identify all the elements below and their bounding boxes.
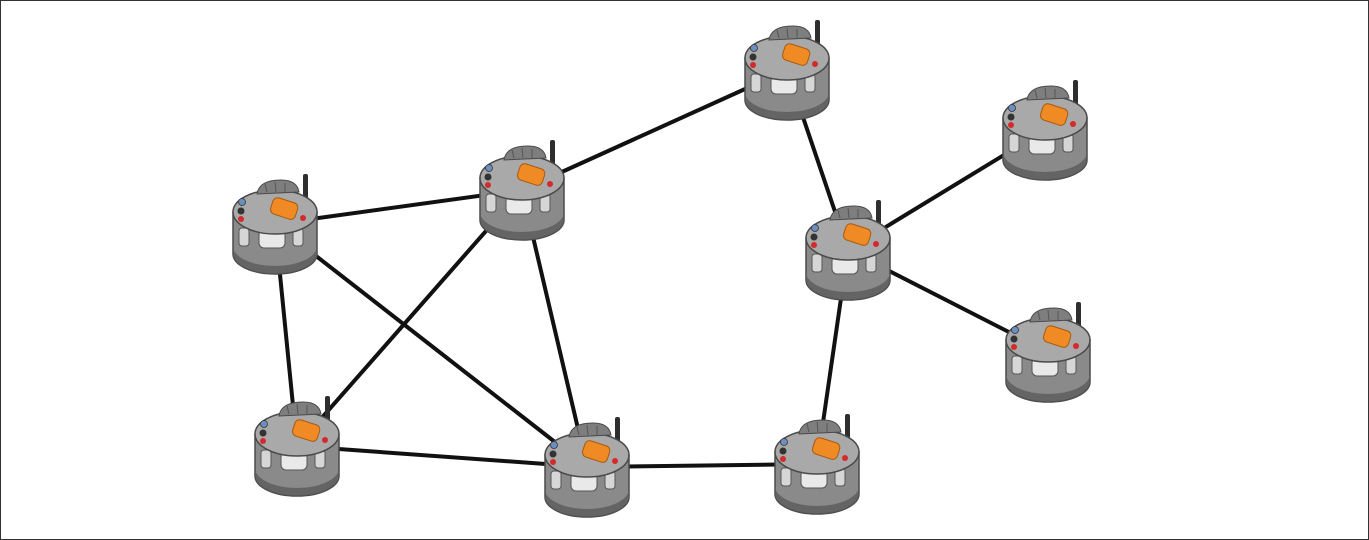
robots-layer (232, 20, 1091, 518)
link-n2-n3 (520, 68, 789, 192)
robot-icon[interactable] (232, 174, 318, 275)
robot-icon[interactable] (805, 200, 891, 301)
link-n4-n2 (295, 188, 524, 448)
robot-icon[interactable] (544, 417, 630, 518)
robot-icon[interactable] (1002, 80, 1088, 181)
robot-icon[interactable] (254, 396, 340, 497)
link-n1-n5 (273, 222, 589, 469)
link-n4-n5 (295, 444, 589, 469)
robot-icon[interactable] (744, 20, 830, 121)
robot-icon[interactable] (479, 140, 565, 241)
robot-icon[interactable] (774, 414, 860, 515)
links-layer (273, 68, 1050, 469)
robot-icon[interactable] (1005, 302, 1091, 403)
